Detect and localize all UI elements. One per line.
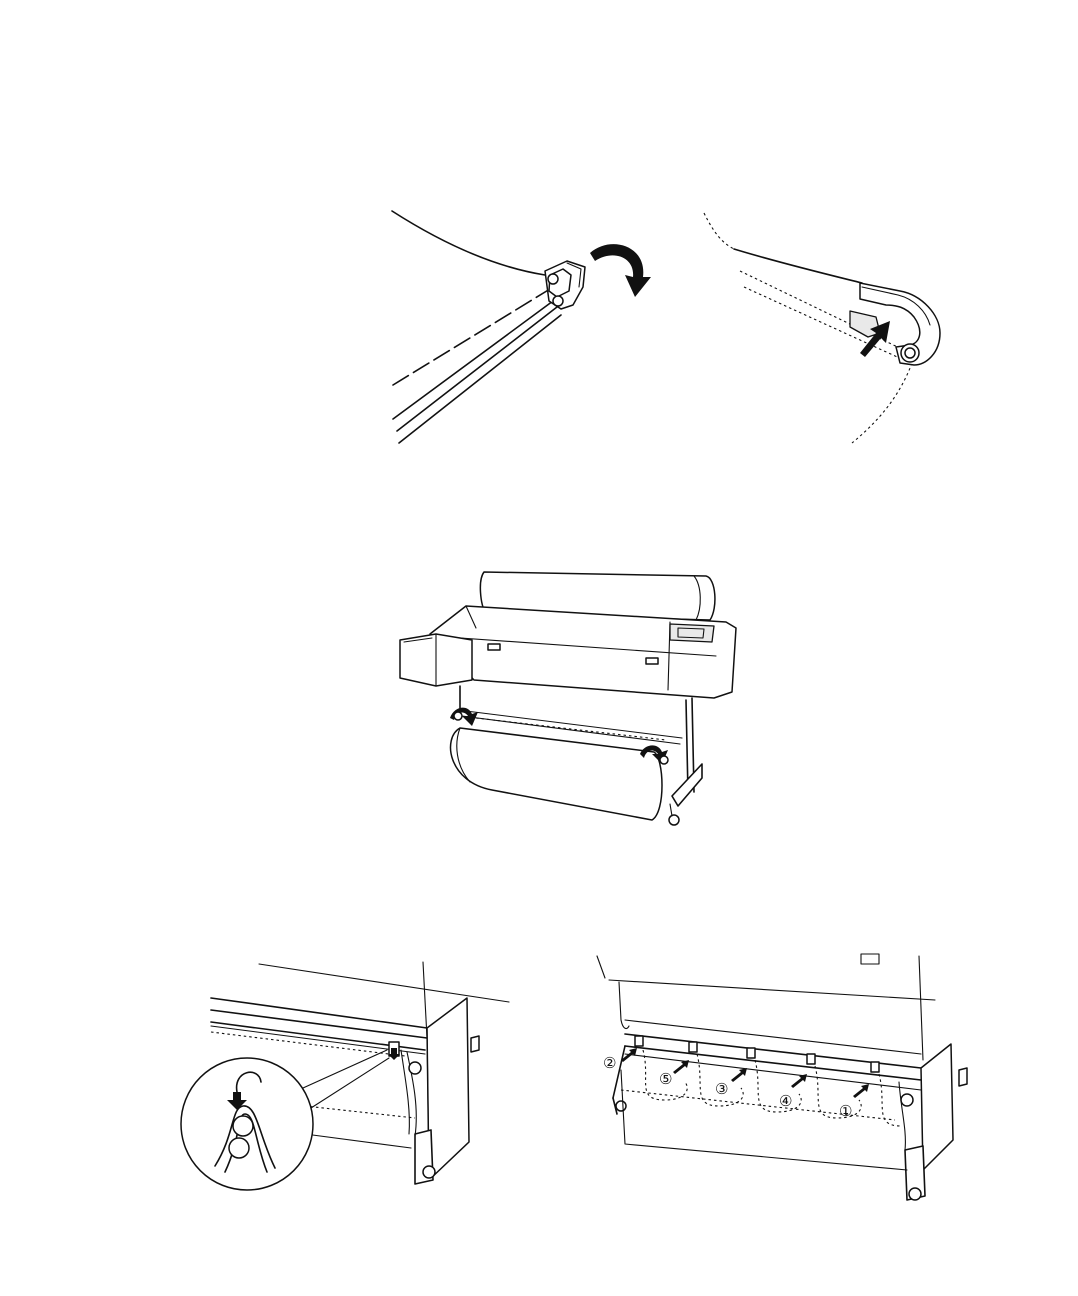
rod-upper-dashed	[393, 289, 550, 385]
rod-middle	[393, 301, 553, 419]
lever-mechanism	[545, 261, 585, 309]
paper-tab	[861, 954, 879, 964]
callout-step-3: ③	[715, 1080, 728, 1098]
figure-basket-hook-detail	[175, 958, 515, 1193]
hook-magnifier	[181, 1058, 313, 1190]
side-frame	[415, 998, 479, 1184]
callout-step-2: ②	[603, 1054, 616, 1072]
callout-step-4: ④	[779, 1092, 792, 1110]
paper-side-edge	[423, 962, 427, 1038]
roll-holder-lock-illustration	[700, 205, 960, 450]
rod-lower-b	[399, 315, 561, 443]
callout-step-5: ⑤	[659, 1070, 672, 1088]
rod-lower-a	[397, 307, 557, 431]
basket-hook-sequence-illustration: ② ⑤ ③ ④ ①	[595, 950, 980, 1210]
figure-printer-with-take-up-basket	[396, 568, 744, 830]
paper-top-edge	[259, 964, 509, 1002]
figure-roll-holder-lever-rotate	[385, 205, 675, 450]
roll-holder-lever-illustration	[385, 205, 675, 450]
printer-illustration	[396, 568, 744, 830]
rotate-arrow-icon	[590, 244, 651, 297]
callout-step-1: ①	[839, 1102, 852, 1120]
paper-edge	[734, 249, 862, 283]
paper-left-edge	[597, 956, 605, 978]
take-up-basket	[450, 708, 682, 820]
paper-bottom-dashed	[852, 363, 912, 443]
paper-edge-line	[392, 211, 545, 275]
control-panel	[670, 624, 714, 642]
printer-left-box	[400, 634, 472, 686]
hook-set	[635, 1036, 913, 1150]
paper-top-dashed	[704, 213, 734, 249]
printer-body	[430, 606, 736, 698]
figure-roll-holder-lock-push	[700, 205, 960, 450]
basket-hook-detail-illustration	[175, 958, 515, 1193]
figure-basket-hook-sequence: ② ⑤ ③ ④ ①	[595, 950, 980, 1210]
